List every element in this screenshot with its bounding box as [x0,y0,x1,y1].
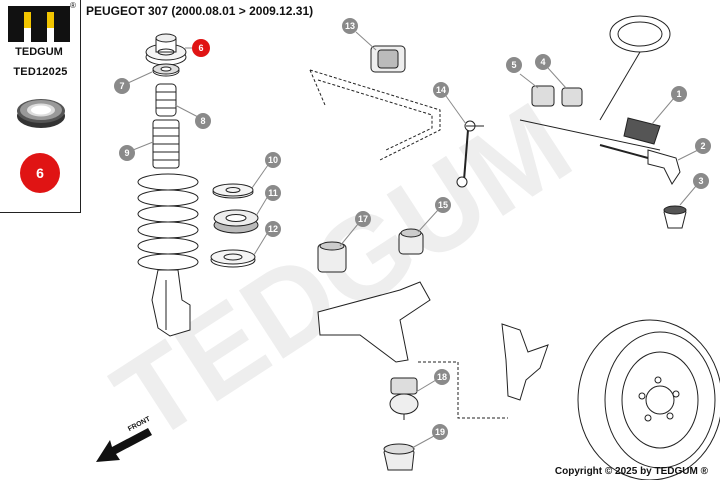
svg-text:1: 1 [676,89,681,99]
svg-text:4: 4 [540,57,545,67]
svg-text:10: 10 [268,155,278,165]
shock-absorber [151,269,191,337]
part-spring-seat[interactable] [212,183,254,199]
callout-4[interactable]: 4 [535,54,551,70]
svg-text:8: 8 [200,116,205,126]
callout-7[interactable]: 7 [114,78,130,94]
part-tie-rod-end[interactable] [599,144,681,185]
svg-text:15: 15 [438,200,448,210]
part-code: TED12025 [13,66,68,78]
part-rubber-seat[interactable] [210,249,256,268]
part-info-panel: TEDGUM ® TED12025 6 [0,0,81,213]
svg-text:19: 19 [435,427,445,437]
callout-19[interactable]: 19 [432,424,448,440]
lower-arm [317,281,431,363]
part-rack-bush-a[interactable] [561,87,583,107]
callout-11[interactable]: 11 [265,185,281,201]
svg-text:13: 13 [345,21,355,31]
callout-9[interactable]: 9 [119,145,135,161]
wheel [577,319,720,480]
svg-text:5: 5 [511,60,516,70]
anti-roll-bar [309,69,441,161]
svg-text:7: 7 [119,81,124,91]
callout-10[interactable]: 10 [265,152,281,168]
part-dust-boot[interactable] [152,119,180,169]
strut-bearing-thumbnail [17,99,65,128]
part-ball-joint[interactable] [389,377,419,420]
coil-spring [137,173,199,271]
callout-18[interactable]: 18 [434,369,450,385]
part-drop-link[interactable] [456,120,484,188]
part-top-mount[interactable] [145,33,187,66]
svg-text:3: 3 [698,176,703,186]
svg-text:11: 11 [268,188,278,198]
part-rack-bush-b[interactable] [531,85,555,107]
tedgum-logo: TEDGUM [8,6,70,58]
front-direction-arrow [96,428,152,462]
copyright: Copyright © 2025 by TEDGUM ® [554,466,708,477]
part-bump-stop[interactable] [155,83,177,117]
steering-knuckle [501,323,549,401]
leader-lines [127,31,699,449]
svg-text:2: 2 [700,141,705,151]
part-stabilizer-bush[interactable] [370,45,406,73]
part-arm-bush-rear[interactable] [317,241,347,273]
svg-text:18: 18 [437,372,447,382]
part-ball-joint-boot[interactable] [383,443,415,471]
svg-text:6: 6 [198,43,203,53]
vehicle-title: PEUGEOT 307 (2000.08.01 > 2009.12.31) [86,4,314,18]
svg-text:14: 14 [436,85,446,95]
svg-text:17: 17 [358,214,368,224]
callout-17[interactable]: 17 [355,211,371,227]
part-strut-bearing[interactable] [152,63,180,77]
callout-1[interactable]: 1 [671,86,687,102]
callout-14[interactable]: 14 [433,82,449,98]
callout-8[interactable]: 8 [195,113,211,129]
part-arm-bush-front[interactable] [398,228,424,255]
callout-13[interactable]: 13 [342,18,358,34]
steering-assembly [519,15,671,151]
callout-6-selected[interactable]: 6 [192,39,210,57]
logo-wordmark: TEDGUM [15,46,63,58]
callout-15[interactable]: 15 [435,197,451,213]
part-bearing[interactable] [213,209,259,234]
part-rack-boot[interactable] [623,117,661,145]
callout-3[interactable]: 3 [693,173,709,189]
svg-text:12: 12 [268,224,278,234]
part-tie-rod-boot[interactable] [663,205,687,229]
callouts: 1 2 3 4 5 6 7 8 9 10 11 12 13 14 15 17 1… [114,18,711,440]
callout-2[interactable]: 2 [695,138,711,154]
callout-12[interactable]: 12 [265,221,281,237]
selected-part-badge[interactable]: 6 [20,153,60,193]
callout-5[interactable]: 5 [506,57,522,73]
registered-mark: ® [70,1,76,10]
svg-text:9: 9 [124,148,129,158]
